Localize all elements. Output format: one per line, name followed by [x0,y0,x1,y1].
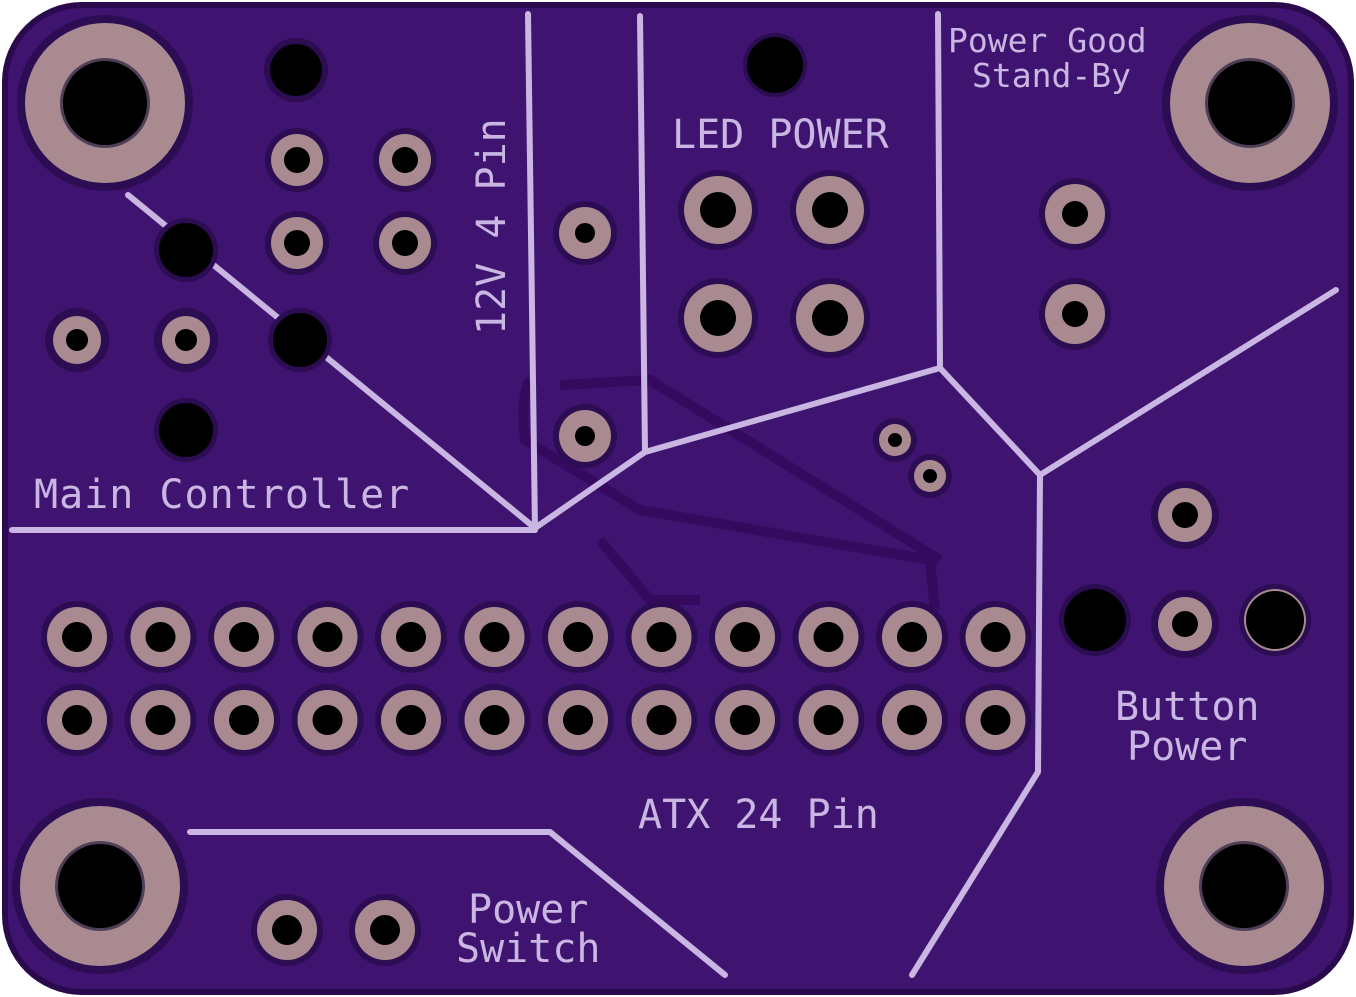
vias [873,418,952,498]
power-good-pads [1039,178,1111,350]
pin-12v-pads [553,201,617,468]
atx-pin-pad [876,601,948,673]
main-controller-pads [45,128,437,372]
atx-pin-pad [124,684,197,756]
atx-pin-pad [792,601,865,673]
mounting-hole-bottom-left [12,798,188,974]
atx-pin-pad [959,684,1032,756]
atx-pin-pad [458,601,531,673]
mounting-hole-top-left [17,15,193,191]
label-atx-24-pin: ATX 24 Pin [638,792,879,838]
atx-pin-pad [458,684,531,756]
silkscreen-lines [9,11,1339,978]
atx-pin-pad [375,684,447,756]
copper-pour-regions [518,374,943,611]
led-power-pads [678,33,870,358]
label-power-good: Power Good [948,21,1147,60]
atx-24-pin-header [41,601,1032,756]
atx-pin-pad [291,601,364,673]
label-12v-4-pin: 12V 4 Pin [469,118,515,335]
label-button: Button [1115,684,1260,730]
mounting-hole-top-right [1162,15,1338,191]
atx-pin-pad [542,684,614,756]
atx-pin-pad [625,601,698,673]
atx-pin-pad [709,684,781,756]
label-main-controller: Main Controller [34,472,410,518]
power-switch-pads [251,894,421,966]
atx-pin-pad [542,601,614,673]
mounting-hole-bottom-right [1156,798,1332,974]
label-power: Power [468,887,588,933]
atx-pin-pad [208,601,280,673]
button-power-pads [1059,481,1311,658]
atx-pin-pad [208,684,280,756]
label-stand-by: Stand-By [972,56,1131,95]
atx-pin-pad [792,684,865,756]
atx-pin-pad [41,684,113,756]
atx-pin-pad [709,601,781,673]
mounting-holes [12,15,1338,974]
label-led-power: LED POWER [672,112,890,158]
atx-pin-pad [959,601,1032,673]
atx-pin-pad [375,601,447,673]
atx-pin-pad [625,684,698,756]
atx-pin-pad [291,684,364,756]
main-controller-connector [45,38,437,462]
atx-pin-pad [124,601,197,673]
atx-pin-pad [876,684,948,756]
label-switch: Switch [456,926,601,972]
label-button-power: Power [1127,724,1247,770]
atx-pin-pad [41,601,113,673]
